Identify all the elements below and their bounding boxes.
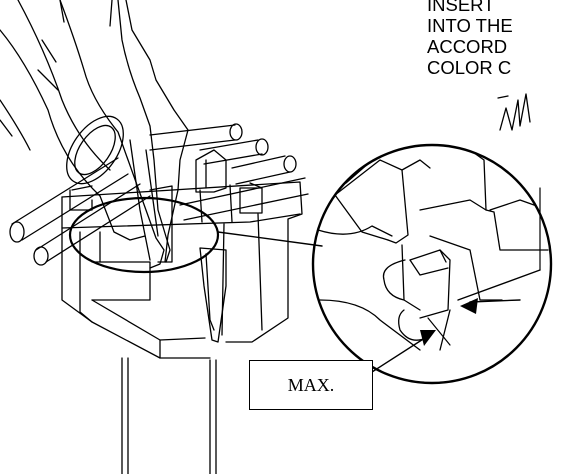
- lead-wires: [121, 247, 227, 474]
- partial-artwork-top-right: [497, 93, 531, 131]
- instruction-line: ACCORD: [427, 36, 508, 57]
- instruction-line: COLOR C: [427, 57, 512, 78]
- pin-rods: [9, 123, 309, 266]
- magnified-detail: [311, 143, 553, 385]
- cutting-pliers: [0, 0, 189, 269]
- leader-line: [217, 231, 323, 247]
- callout-leader: [371, 335, 429, 373]
- arrow-right: [460, 298, 478, 314]
- arrow-left: [420, 330, 436, 346]
- instruction-text: INSERT INTO THE ACCORD COLOR C: [427, 0, 561, 78]
- highlight-ellipse: [68, 196, 220, 274]
- instruction-line: INTO THE: [427, 15, 513, 36]
- max-label: MAX.: [287, 374, 335, 395]
- instruction-line: INSERT: [427, 0, 495, 15]
- dimension-markers: [427, 187, 541, 346]
- max-callout-box: MAX.: [249, 360, 373, 410]
- connector-housing: [61, 149, 303, 359]
